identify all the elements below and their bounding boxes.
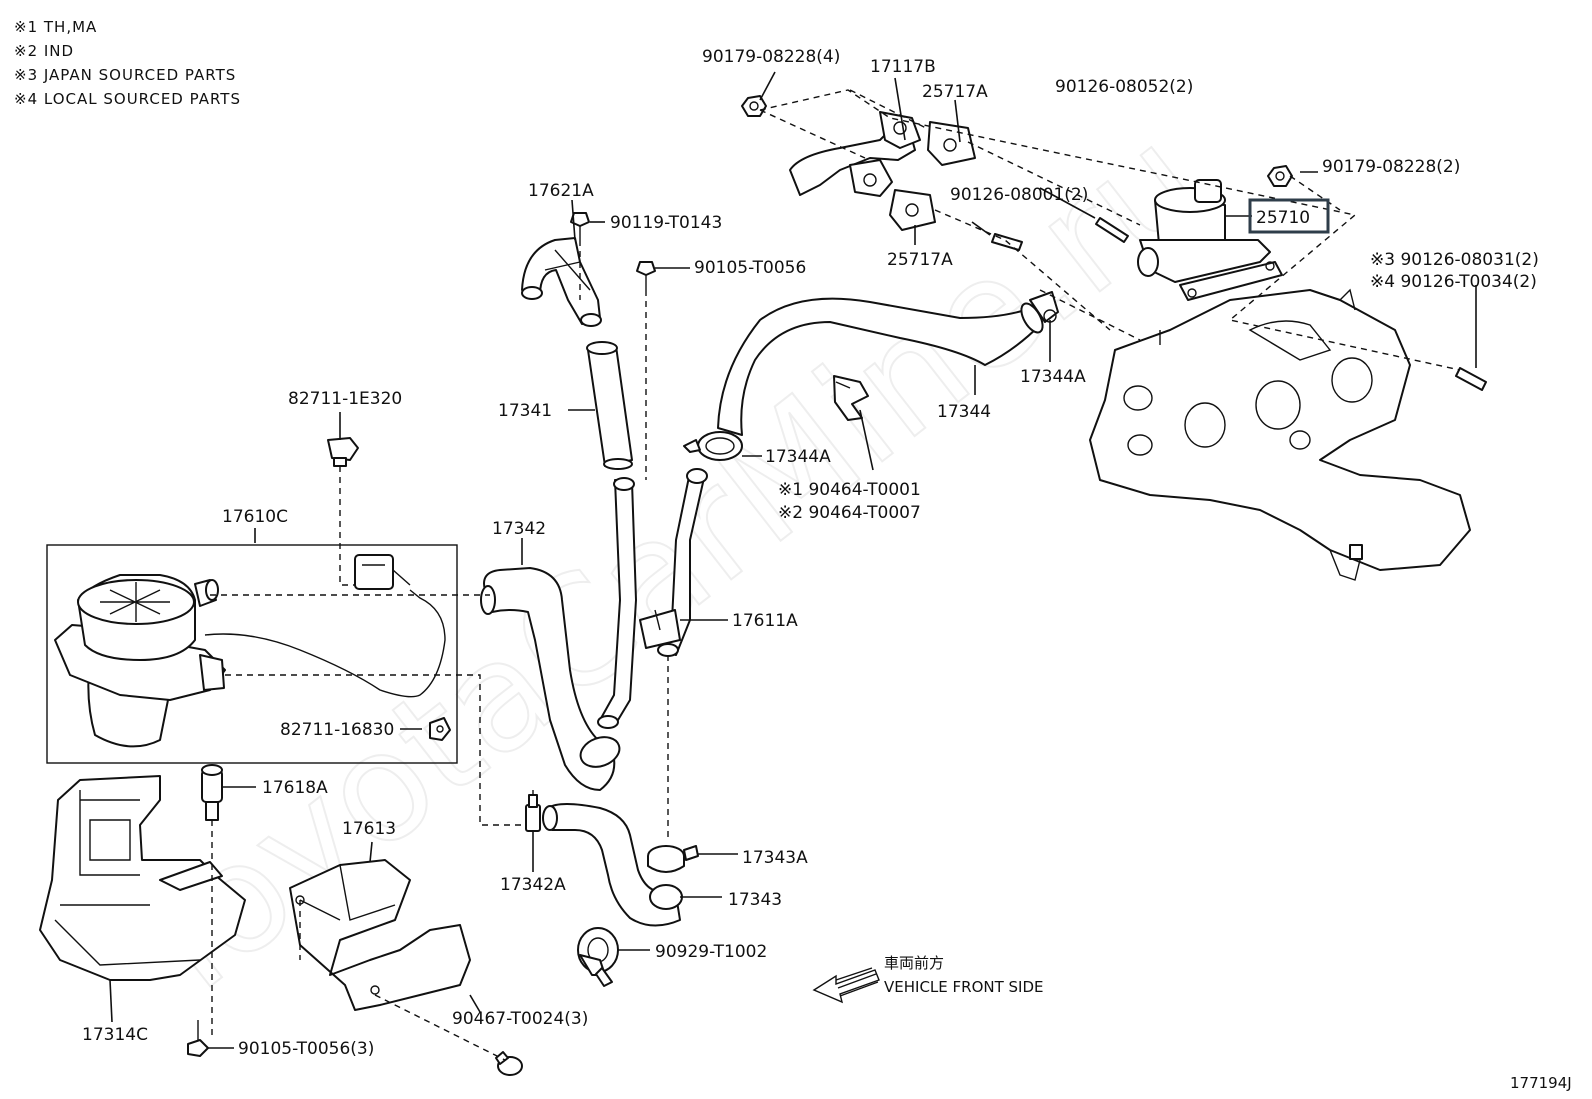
label-90467-T0024: 90467-T0024(3) [452,1009,588,1029]
label-17343A: 17343A [742,848,808,868]
label-17343: 17343 [728,890,782,910]
valve-17342A [525,790,541,832]
label-17344A-left: 17344A [765,447,831,467]
exhaust-manifold-drawing [1089,288,1471,581]
highlight-box-25710 [1248,198,1330,234]
hose-17342 [480,567,621,791]
leader-lines [109,71,1477,1049]
air-switching-valve-25710 [1137,179,1283,301]
bracket-90464 [833,375,869,421]
stud-17618A [201,764,223,821]
label-17117B: 17117B [870,57,936,77]
label-vehicle-front-jp: 車両前方 [884,954,944,972]
note-4: ※4 LOCAL SOURCED PARTS [14,90,241,108]
label-90464-T0001: ※1 90464-T0001 [778,480,921,500]
notes-block: ※1 TH,MA ※2 IND ※3 JAPAN SOURCED PARTS ※… [14,18,241,108]
clamp-17344A [683,431,743,461]
hose-17343 [542,803,683,927]
vehicle-front-arrow [812,967,880,1004]
clip-90929-T1002 [577,927,619,987]
label-17342: 17342 [492,519,546,539]
label-17613: 17613 [342,819,396,839]
label-17341: 17341 [498,401,552,421]
clip-82711-16830 [429,717,451,741]
label-17344A-right: 17344A [1020,367,1086,387]
label-90126-08052: 90126-08052(2) [1055,77,1193,97]
screw-90467-T0024 [495,1051,523,1076]
label-90126-T0034: ※4 90126-T0034(2) [1370,272,1537,292]
note-1: ※1 TH,MA [14,18,97,36]
label-25710: 25710 [1256,208,1310,228]
label-90929-T1002: 90929-T1002 [655,942,767,962]
connector-82711-1E320 [327,437,359,467]
note-2: ※2 IND [14,42,74,60]
label-90126-08001: 90126-08001(2) [950,185,1088,205]
label-90119-T0143: 90119-T0143 [610,213,722,233]
label-90126-08031: ※3 90126-08031(2) [1370,250,1539,270]
bolts-upper [570,212,656,290]
label-17314C: 17314C [82,1025,148,1045]
label-90179-08228-4: 90179-08228(4) [702,47,840,67]
label-25717A-bottom: 25717A [887,250,953,270]
label-82711-1E320: 82711-1E320 [288,389,402,409]
protector-17613 [289,859,471,1011]
label-90179-08228-2: 90179-08228(2) [1322,157,1460,177]
air-pump-assembly-frame [46,544,458,764]
label-90464-T0007: ※2 90464-T0007 [778,503,921,523]
bolt-90105-T0056-3 [187,1020,209,1057]
label-90105-T0056: 90105-T0056 [694,258,806,278]
label-17342A: 17342A [500,875,566,895]
label-17621A: 17621A [528,181,594,201]
label-82711-16830: 82711-16830 [280,720,394,740]
pipe-17117B-and-gaskets [789,111,976,231]
label-17618A: 17618A [262,778,328,798]
label-17611A: 17611A [732,611,798,631]
label-90105-T0056-3: 90105-T0056(3) [238,1039,374,1059]
part-labels: 90179-08228(4) 17117B 25717A 90126-08052… [82,47,1572,1092]
clamp-17343A [647,845,699,873]
label-vehicle-front-en: VEHICLE FRONT SIDE [884,978,1044,996]
label-25717A-top: 25717A [922,82,988,102]
hose-17344 [717,291,1059,436]
note-3: ※3 JAPAN SOURCED PARTS [14,66,236,84]
bracket-17314C [39,775,246,981]
hose-17621A [521,237,602,327]
dashed-guide-lines [210,89,1461,1061]
label-17344: 17344 [937,402,991,422]
diagram-code: 177194J [1510,1074,1572,1092]
air-pump-assembly-17610C [46,544,458,764]
hose-17341 [586,341,633,470]
label-17610C: 17610C [222,507,288,527]
